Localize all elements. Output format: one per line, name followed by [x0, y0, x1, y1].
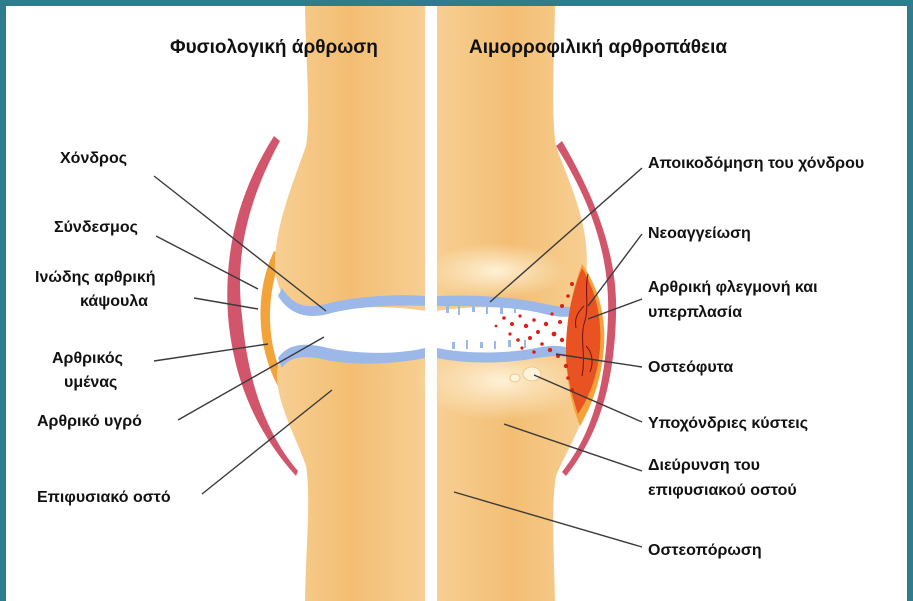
title-normal-joint: Φυσιολογική άρθρωση [170, 37, 378, 58]
joint-diagram: Φυσιολογική άρθρωση Αιμορροφιλική αρθροπ… [6, 6, 907, 601]
label-synovium-line2: υμένας [64, 374, 117, 391]
normal-joint [227, 6, 425, 601]
label-synovitis-line2: υπερπλασία [648, 304, 742, 321]
label-osteophytes: Οστεόφυτα [648, 359, 733, 376]
title-hemophilic-arthropathy: Αιμορροφιλική αρθροπάθεια [469, 37, 727, 58]
label-synovitis-line1: Αρθρική φλεγμονή και [648, 279, 818, 296]
label-capsule-line1: Ινώδης αρθρική [35, 269, 156, 286]
label-neovascularization: Νεοαγγείωση [648, 225, 751, 242]
pointer-capsule [194, 298, 258, 309]
hemophilic-joint [416, 6, 616, 601]
label-capsule-line2: κάψουλα [80, 293, 148, 310]
label-ligament: Σύνδεσμος [54, 219, 138, 236]
bone-loss-upper [426, 243, 566, 299]
pointer-synovium [154, 344, 268, 361]
label-osteoporosis: Οστεοπόρωση [648, 542, 762, 559]
label-bone-enlargement-line1: Διεύρυνση του [648, 457, 760, 474]
label-synovium-line1: Αρθρικός [52, 350, 123, 367]
left-lower-bone [277, 348, 425, 601]
label-bone-enlargement-line2: επιφυσιακού οστού [648, 482, 797, 499]
subchondral-cyst-2 [510, 374, 520, 382]
label-subchondral-cysts: Υποχόνδριες κύστεις [648, 415, 808, 432]
label-cartilage: Χόνδρος [60, 150, 127, 167]
label-cartilage-degradation: Αποικοδόμηση του χόνδρου [648, 155, 864, 172]
subchondral-cyst-1 [523, 367, 541, 381]
label-epiphyseal-bone: Επιφυσιακό οστό [37, 489, 171, 506]
label-synovial-fluid: Αρθρικό υγρό [37, 413, 142, 430]
